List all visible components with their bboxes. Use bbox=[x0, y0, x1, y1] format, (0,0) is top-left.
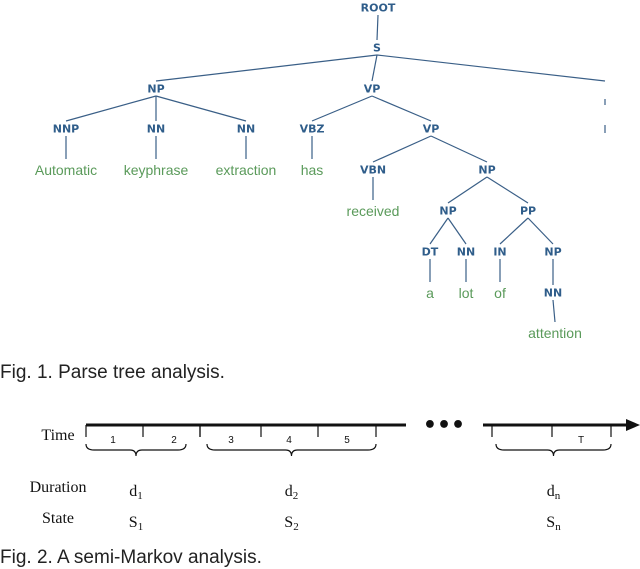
tree-word-received: received bbox=[347, 203, 400, 219]
tree-edge-np1-nn2 bbox=[155, 95, 247, 122]
segment-brace bbox=[85, 443, 187, 457]
tree-tag-vbn: VBN bbox=[360, 164, 386, 177]
tree-tag-pp: PP bbox=[520, 205, 536, 218]
state-label: State bbox=[42, 510, 74, 527]
tree-edge-vp2-vbn bbox=[372, 135, 432, 163]
segment-brace bbox=[495, 443, 612, 457]
tree-edge-s-punct bbox=[376, 54, 606, 82]
tree-edge-np2-pp bbox=[486, 176, 529, 204]
tree-tag-nn4: NN bbox=[544, 287, 562, 300]
time-cell-1: 1 bbox=[110, 435, 116, 446]
duration-1: d1 bbox=[129, 483, 143, 502]
tree-tag-root: ROOT bbox=[361, 2, 396, 15]
tree-tag-vp1: VP bbox=[364, 83, 381, 96]
tree-edge-np3-dt bbox=[429, 217, 449, 245]
tree-tag-np2: NP bbox=[478, 164, 495, 177]
segment-brace bbox=[206, 443, 377, 457]
tree-edge-pp-np4 bbox=[527, 217, 554, 245]
duration-label: Duration bbox=[30, 479, 87, 496]
tree-tag-vp2: VP bbox=[423, 123, 440, 136]
tree-tag-nnp: NNP bbox=[53, 123, 79, 136]
tree-word-has: has bbox=[301, 162, 324, 178]
tree-edge-nn4-w_attention bbox=[552, 299, 556, 323]
tree-edge-vp1-vbz bbox=[311, 95, 373, 122]
state-1: S1 bbox=[129, 514, 143, 533]
figure-1-caption: Fig. 1. Parse tree analysis. bbox=[0, 362, 225, 383]
duration-2: d2 bbox=[285, 483, 299, 502]
time-cell-2: 2 bbox=[171, 435, 177, 446]
time-cell-5: 5 bbox=[344, 435, 350, 446]
tree-tag-dt: DT bbox=[422, 246, 439, 259]
tree-edge-s-np1 bbox=[155, 54, 378, 82]
tree-tag-np4: NP bbox=[544, 246, 561, 259]
tree-edge-s-vp1 bbox=[371, 54, 378, 82]
time-cell-4: 4 bbox=[286, 435, 292, 446]
duration-3: dn bbox=[547, 483, 561, 502]
tree-nodes: ROOT S NP VP NNP NN NN Automatic keyphrase extrac… bbox=[35, 2, 582, 342]
state-2: S2 bbox=[284, 514, 298, 533]
tree-tag-in: IN bbox=[493, 246, 506, 259]
tree-tag-s: S bbox=[373, 42, 381, 55]
tree-edge-np1-nnp bbox=[65, 95, 157, 122]
timeline-axis bbox=[86, 419, 640, 431]
figure-2-caption: Fig. 2. A semi-Markov analysis. bbox=[0, 547, 262, 568]
tree-tag-np3: NP bbox=[439, 205, 456, 218]
tree-word-attention: attention bbox=[528, 325, 582, 341]
time-cell-T: T bbox=[578, 435, 584, 446]
tree-tag-nn3: NN bbox=[457, 246, 475, 259]
tree-edge-pp-in bbox=[499, 217, 529, 245]
tree-word-a: a bbox=[426, 285, 434, 301]
time-cell-3: 3 bbox=[228, 435, 234, 446]
parse-tree-diagram: ROOT S NP VP NNP NN NN Automatic keyphrase extrac… bbox=[35, 2, 606, 342]
timeline-ellipsis: ••• bbox=[423, 413, 465, 438]
tree-word-of: of bbox=[494, 285, 506, 301]
tree-edge-root-s bbox=[376, 14, 379, 41]
tree-word-lot: lot bbox=[459, 285, 474, 301]
tree-edge-np3-nn3 bbox=[447, 217, 467, 245]
tree-edge-vp1-vp2 bbox=[371, 95, 432, 122]
tree-word-keyphrase: keyphrase bbox=[124, 162, 189, 178]
time-label: Time bbox=[41, 427, 74, 444]
tree-word-extraction: extraction bbox=[216, 162, 277, 178]
timeline-arrowhead bbox=[626, 419, 640, 431]
tree-word-automatic: Automatic bbox=[35, 162, 97, 178]
tree-edge-np2-np3 bbox=[447, 176, 488, 204]
tree-edge-vp2-np2 bbox=[430, 135, 488, 163]
tree-tag-nn2: NN bbox=[237, 123, 255, 136]
tree-edges bbox=[65, 14, 606, 323]
state-3: Sn bbox=[546, 514, 561, 533]
tree-tag-nn1: NN bbox=[147, 123, 165, 136]
tree-tag-vbz: VBZ bbox=[300, 123, 325, 136]
tree-tag-np1: NP bbox=[147, 83, 164, 96]
